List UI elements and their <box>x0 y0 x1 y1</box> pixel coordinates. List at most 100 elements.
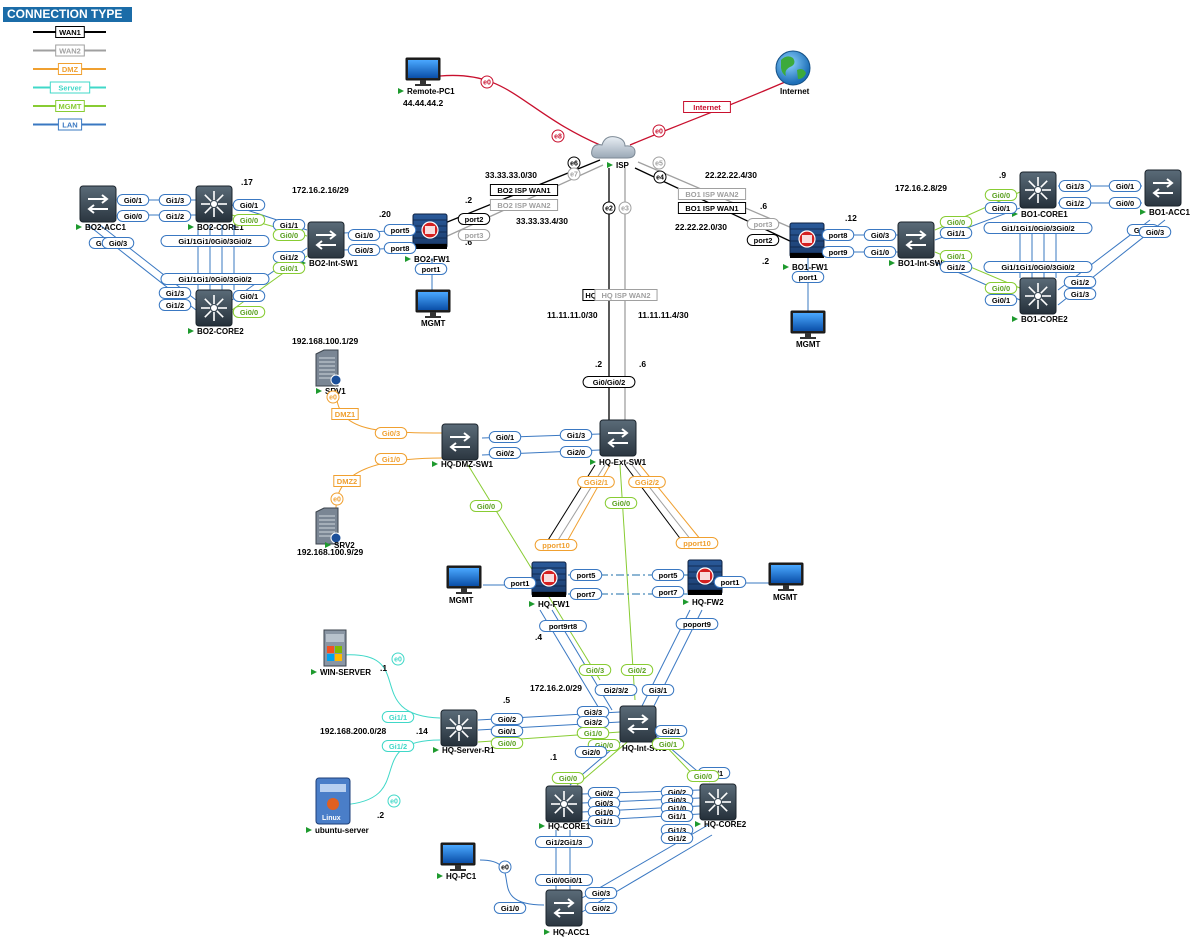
device-name: HQ-ACC1 <box>553 928 590 937</box>
hq-core1-router-icon[interactable] <box>545 785 583 823</box>
hq-ext-sw1-switch-icon[interactable] <box>599 419 637 457</box>
port-label: Gi0/0 <box>992 191 1010 200</box>
status-triangle-icon <box>1140 209 1146 215</box>
interface-label: e7 <box>570 172 578 179</box>
port-badge: port7 <box>651 586 685 598</box>
device-name: ISP <box>616 161 630 170</box>
hq-server-r1-router-icon[interactable] <box>440 709 478 747</box>
status-triangle-icon <box>398 88 404 94</box>
port-label: Gi3/2 <box>584 718 602 727</box>
port-badge: Gi0/2 <box>490 713 524 725</box>
device-label: BO2-ACC1 <box>76 223 126 232</box>
legend-item: MGMT <box>33 100 106 112</box>
port-label: port2 <box>465 215 484 224</box>
port-badge: Gi1/3 <box>1063 288 1097 300</box>
port-label: Gi1/2 <box>1071 278 1089 287</box>
bo1-acc1-switch-icon[interactable] <box>1144 169 1182 207</box>
device-label: WIN-SERVER <box>311 668 371 677</box>
port-badge: Gi0/1 <box>116 194 150 206</box>
remote-ip-label: 44.44.44.2 <box>403 98 443 108</box>
hq-int-sw1-switch-icon[interactable] <box>619 705 657 743</box>
port-badge: Gi1/0 <box>347 229 381 241</box>
link-tag: BO2 ISP WAN1 <box>489 184 559 196</box>
port-badge: Gi0/0 <box>686 770 720 782</box>
status-triangle-icon <box>188 224 194 230</box>
device-name: HQ-FW2 <box>692 598 724 607</box>
link-tag: Internet <box>683 101 731 113</box>
legend-label: MGMT <box>59 102 82 111</box>
isp-cloud-icon[interactable] <box>591 136 636 159</box>
status-triangle-icon <box>590 459 596 465</box>
bo2-int-sw1-switch-icon[interactable] <box>307 221 345 259</box>
status-triangle-icon <box>405 256 411 262</box>
win-server-icon[interactable] <box>323 629 347 667</box>
host-label: .2 <box>762 256 769 266</box>
port-label: port1 <box>511 579 530 588</box>
device-label: BO2-CORE2 <box>188 327 244 336</box>
linux-server-icon[interactable]: Linux <box>315 777 351 825</box>
srv-net-label: 192.168.200.0/28 <box>320 726 386 736</box>
dmz-net1-label: 192.168.100.1/29 <box>292 336 358 346</box>
port-badge: Gi0/1 <box>490 725 524 737</box>
bo2-fw1-firewall-icon[interactable] <box>412 213 448 249</box>
hq-mgmt1-label: MGMT <box>449 596 474 605</box>
link-internet-isp <box>629 81 786 146</box>
hq-acc1-switch-icon[interactable] <box>545 889 583 927</box>
bo1-fw1-firewall-icon[interactable] <box>789 222 825 258</box>
status-triangle-icon <box>306 827 312 833</box>
host-label: .1 <box>380 663 387 673</box>
bo1-int-sw1-switch-icon[interactable] <box>897 221 935 259</box>
bo1-mgmt-monitor-icon[interactable] <box>790 310 826 339</box>
device-name: BO1-CORE2 <box>1021 315 1068 324</box>
hq-fw1-firewall-icon[interactable] <box>531 561 567 597</box>
hq-pc1-monitor-icon[interactable] <box>440 842 476 871</box>
bo1-core2-router-icon[interactable] <box>1019 277 1057 315</box>
legend-item: DMZ <box>33 63 106 75</box>
status-triangle-icon <box>783 264 789 270</box>
srv2-server-icon[interactable] <box>315 507 342 545</box>
hq-mgmt2-monitor-icon[interactable] <box>768 562 804 591</box>
legend-item: Server <box>33 81 106 94</box>
remote-pc1-monitor-icon[interactable] <box>405 57 441 86</box>
port-badge: Gi1/1 <box>381 711 415 723</box>
status-triangle-icon <box>539 823 545 829</box>
interface-badge: e0 <box>391 652 405 666</box>
status-triangle-icon <box>316 388 322 394</box>
port-badge: Gi0/3 <box>863 229 897 241</box>
hq-mgmt1-monitor-icon[interactable] <box>446 565 482 594</box>
device-name: BO1-ACC1 <box>1149 208 1190 217</box>
interface-label: e6 <box>570 161 578 168</box>
port-badge: Gi1/3 <box>1058 180 1092 192</box>
port-label: port3 <box>465 231 484 240</box>
hq-dmz-sw1-switch-icon[interactable] <box>441 423 479 461</box>
port-label: Gi0/2 <box>628 666 646 675</box>
device-label: BO2-FW1 <box>405 255 451 264</box>
bo2-core2-router-icon[interactable] <box>195 289 233 327</box>
port-label: GGi2/1 <box>584 478 608 487</box>
port-badge: Gi0/0 <box>984 282 1018 294</box>
internet-globe-icon[interactable]: Internet <box>775 50 811 96</box>
port-label: Gi0/0Gi0/1 <box>546 876 583 885</box>
port-label: Gi0/3 <box>592 889 610 898</box>
bo2-acc1-switch-icon[interactable] <box>79 185 117 223</box>
port-label: Gi3/1 <box>649 686 667 695</box>
bo1-core1-router-icon[interactable] <box>1019 171 1057 209</box>
port-label: Gi0/0 <box>280 231 298 240</box>
host-label: .17 <box>241 177 253 187</box>
port-label: port7 <box>659 588 678 597</box>
port-label: port8 <box>391 244 410 253</box>
bo2-core1-router-icon[interactable] <box>195 185 233 223</box>
port-label: Gi0/0 <box>559 774 577 783</box>
port-label: Gi1/2 <box>280 253 298 262</box>
hq-core2-router-icon[interactable] <box>699 783 737 821</box>
port-label: pport10 <box>683 539 711 548</box>
port-badge: pport10 <box>675 537 719 549</box>
device-label: HQ-ACC1 <box>544 928 590 937</box>
port-label: port1 <box>799 273 818 282</box>
port-label: port8 <box>829 231 848 240</box>
srv1-server-icon[interactable] <box>315 349 342 387</box>
bo2-mgmt-monitor-icon[interactable] <box>415 289 451 318</box>
dmz-net2-label: 192.168.100.9/29 <box>297 547 363 557</box>
